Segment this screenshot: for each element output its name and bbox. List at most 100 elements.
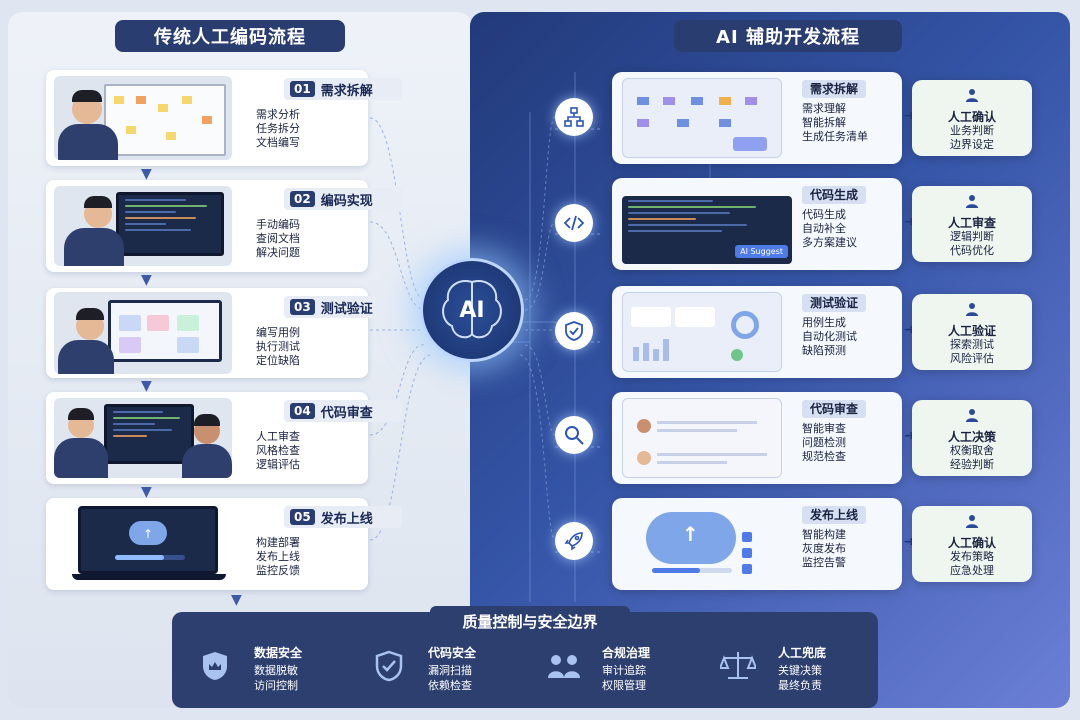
step-item: 文档编写 [256,136,300,149]
testing-illustration [54,292,232,374]
quality-item-title: 代码安全 [428,646,477,660]
step-number: 03 [290,299,315,315]
arrow-right-icon: ➜ [904,322,916,338]
flowchart-screen [622,78,782,158]
quality-item-text: 权限管理 [602,679,646,692]
quality-item-1: 数据安全 数据脱敏 访问控制 [254,646,302,693]
scales-icon [720,652,756,679]
ai-core: AI [420,258,524,362]
code-icon [555,204,593,242]
step-item: 任务拆分 [256,122,300,135]
ai-step-item: 自动补全 [802,222,846,235]
magnifier-icon [555,416,593,454]
step-number: 01 [290,81,315,97]
ai-step-item: 自动化测试 [802,330,857,343]
ai-step-text: 代码生成 代码生成 自动补全 多方案建议 [802,186,867,250]
step-item: 解决问题 [256,246,300,259]
ai-step-card-3: 测试验证 用例生成 自动化测试 缺陷预测 [612,286,902,378]
step-header: 01 需求拆解 [284,78,402,100]
ai-step-item: 智能构建 [802,528,846,541]
shield-check-icon [375,650,403,682]
human-item: 探索测试 [950,338,994,351]
ai-step-card-1: 需求拆解 需求理解 智能拆解 生成任务清单 [612,72,902,164]
data-shield-icon [203,652,227,680]
step-item: 逻辑评估 [256,458,300,471]
step-header: 03 测试验证 [284,296,402,318]
ai-step-item: 需求理解 [802,102,846,115]
ai-step-title: 代码审查 [802,400,867,418]
human-card-5: 人工确认 发布策略 应急处理 [912,506,1032,582]
quality-title: 质量控制与安全边界 [430,606,630,636]
quality-item-text: 数据脱敏 [254,664,298,677]
step-item: 构建部署 [256,536,300,549]
left-step-card-1: 01 需求拆解 需求分析 任务拆分 文档编写 [46,70,402,166]
step-items: 编写用例 执行测试 定位缺陷 [256,326,300,368]
person-icon [966,515,978,528]
arrow-right-icon: ➜ [904,108,916,124]
people-icon [548,655,580,678]
step-item: 监控反馈 [256,564,300,577]
step-number: 02 [290,191,315,207]
human-title: 人工验证 [947,324,996,338]
quality-item-text: 依赖检查 [428,679,472,692]
person-icon [966,303,978,316]
person-icon [966,195,978,208]
ai-step-card-5: ↑ 发布上线 智能构建 灰度发布 监控告警 [612,498,902,590]
ai-step-text: 测试验证 用例生成 自动化测试 缺陷预测 [802,294,867,358]
step-header: 05 发布上线 [284,506,402,528]
arrow-right-icon: ➜ [904,214,916,230]
ai-step-item: 问题检测 [802,436,846,449]
right-title: AI 辅助开发流程 [674,20,902,52]
ai-step-card-2: AI Suggest 代码生成 代码生成 自动补全 多方案建议 [612,178,902,270]
ai-step-title: 需求拆解 [802,80,867,98]
flowchart-icon [555,98,593,136]
human-title: 人工决策 [947,430,996,444]
human-item: 风险评估 [950,352,994,365]
human-item: 逻辑判断 [950,230,994,243]
human-item: 代码优化 [950,244,994,257]
step-item: 风格检查 [256,444,300,457]
human-item: 应急处理 [950,564,994,577]
arrow-down-icon: ▼ [141,484,152,500]
left-step-card-3: 03 测试验证 编写用例 执行测试 定位缺陷 [46,288,402,378]
step-item: 发布上线 [256,550,300,563]
person-icon [966,89,978,102]
coding-illustration [54,186,232,266]
step-items: 人工审查 风格检查 逻辑评估 [256,430,300,472]
quality-item-text: 漏洞扫描 [428,664,472,677]
review-illustration [54,398,232,478]
arrow-right-icon: ➜ [904,534,916,550]
ai-step-item: 智能审查 [802,422,846,435]
ai-step-text: 需求拆解 需求理解 智能拆解 生成任务清单 [802,80,868,144]
human-item: 业务判断 [950,124,994,137]
human-card-2: 人工审查 逻辑判断 代码优化 [912,186,1032,262]
arrow-down-icon: ▼ [231,592,242,608]
human-card-1: 人工确认 业务判断 边界设定 [912,80,1032,156]
step-title: 需求拆解 [320,83,373,99]
step-item: 编写用例 [256,326,300,339]
quality-item-text: 审计追踪 [602,664,646,677]
ai-step-item: 生成任务清单 [802,130,868,143]
human-card-4: 人工决策 权衡取舍 经验判断 [912,400,1032,476]
ai-step-card-4: 代码审查 智能审查 问题检测 规范检查 [612,392,902,484]
code-editor-screen: AI Suggest [622,196,792,264]
step-item: 需求分析 [256,108,300,121]
ai-step-item: 智能拆解 [802,116,846,129]
quality-item-text: 最终负责 [778,679,822,692]
cloud-upload-icon: ↑ [646,512,736,564]
ai-step-title: 代码生成 [802,186,867,204]
human-title: 人工确认 [947,110,996,124]
step-title: 测试验证 [320,301,373,317]
human-card-3: 人工验证 探索测试 风险评估 [912,294,1032,370]
step-number: 05 [290,509,315,525]
review-comments-screen [622,398,782,478]
step-title: 发布上线 [320,511,373,527]
arrow-down-icon: ▼ [141,272,152,288]
ai-step-item: 监控告警 [802,556,846,569]
ai-step-text: 发布上线 智能构建 灰度发布 监控告警 [802,506,867,570]
step-items: 需求分析 任务拆分 文档编写 [256,108,300,150]
